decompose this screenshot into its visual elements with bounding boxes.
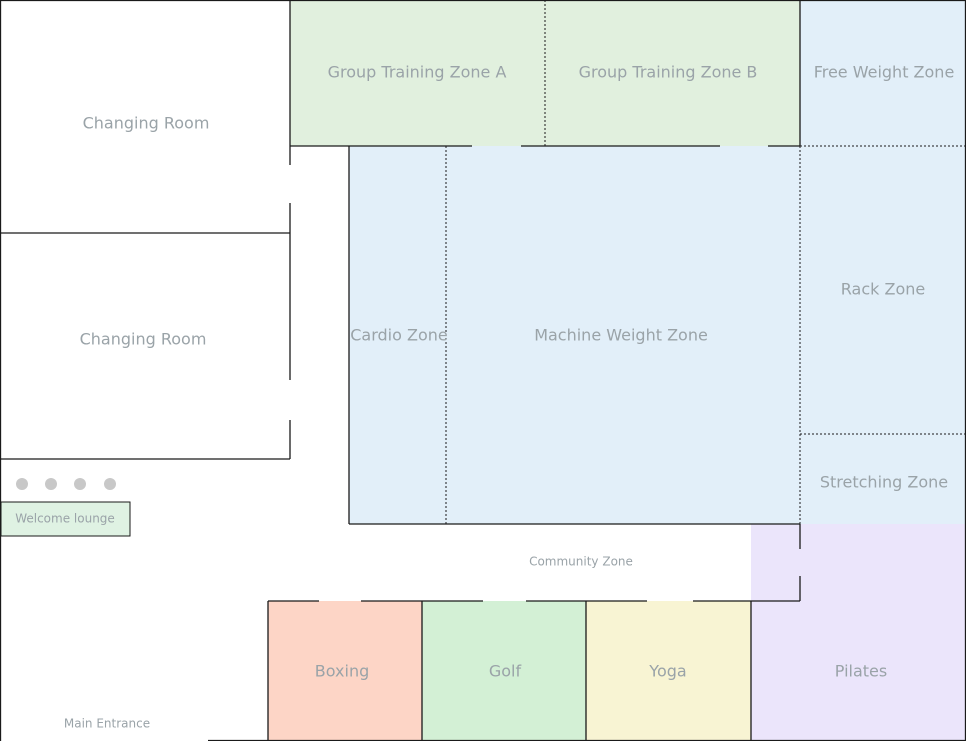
seat-dot — [104, 478, 116, 490]
seating-dots — [16, 478, 116, 490]
group-training-zone-a-label: Group Training Zone A — [328, 63, 507, 82]
group-training-zone-a-area[interactable] — [290, 0, 545, 146]
pilates-area[interactable] — [751, 524, 966, 741]
stretching-zone-label: Stretching Zone — [820, 473, 948, 492]
golf-label: Golf — [489, 662, 522, 681]
group-training-zone-b-area[interactable] — [545, 0, 800, 146]
golf-area[interactable] — [422, 601, 586, 741]
machine-weight-zone-label: Machine Weight Zone — [534, 326, 708, 345]
zone-dividers — [445, 0, 966, 524]
boxing-label: Boxing — [315, 662, 369, 681]
pilates-label: Pilates — [835, 662, 887, 681]
community-zone-label: Community Zone — [529, 555, 633, 569]
welcome-lounge-area[interactable] — [0, 501, 131, 537]
yoga-area[interactable] — [586, 601, 751, 741]
changing-room-top-label: Changing Room — [83, 114, 210, 133]
cardio-zone-label: Cardio Zone — [350, 326, 447, 345]
boxing-area[interactable] — [268, 601, 422, 741]
welcome-lounge-label: Welcome lounge — [15, 512, 115, 526]
seat-dot — [74, 478, 86, 490]
yoga-label: Yoga — [648, 662, 686, 681]
free-weight-zone-label: Free Weight Zone — [814, 63, 955, 82]
rack-zone-area[interactable] — [800, 146, 966, 434]
machine-weight-zone-area[interactable] — [446, 146, 800, 524]
cardio-zone-area[interactable] — [349, 146, 446, 524]
free-weight-zone-area[interactable] — [800, 0, 966, 146]
seat-dot — [45, 478, 57, 490]
rack-zone-label: Rack Zone — [841, 280, 925, 299]
group-training-zone-b-label: Group Training Zone B — [579, 63, 758, 82]
seat-dot — [16, 478, 28, 490]
changing-room-bottom-label: Changing Room — [80, 330, 207, 349]
stretching-zone-area[interactable] — [800, 434, 966, 524]
main-entrance-label: Main Entrance — [64, 717, 150, 731]
